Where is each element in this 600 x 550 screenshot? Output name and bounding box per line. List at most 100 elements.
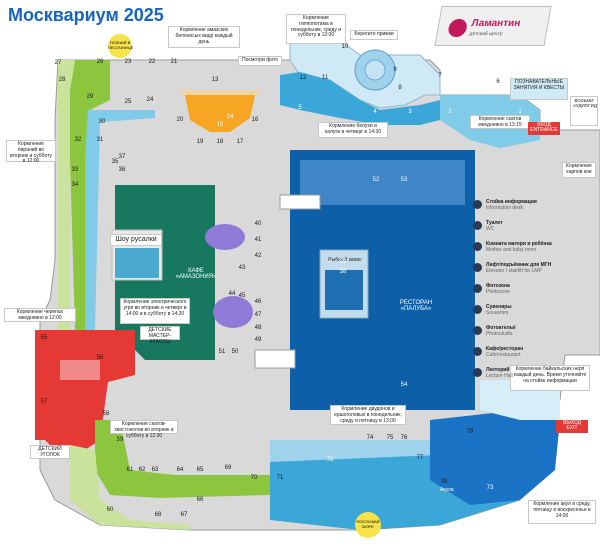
exhibit-number: 43 [238, 265, 246, 271]
legend-label-ru: Стойка информации [486, 199, 537, 205]
exhibit-number: 47 [254, 312, 262, 318]
exhibit-number: 21 [170, 59, 178, 65]
restaurant-label: РЕСТОРАН «ПАЛУБА» [399, 300, 433, 313]
exhibit-number: 14 [226, 114, 234, 120]
cafe-amazon-label: КАФЕ «АМАЗОНИЯ» [175, 268, 217, 281]
exhibit-number: 69 [224, 465, 232, 471]
bottom-blue-light [270, 440, 440, 462]
exhibit-number: 19 [196, 139, 204, 145]
shark-tank-label: Акула [440, 487, 454, 493]
exhibit-number: 52 [372, 177, 380, 183]
note-shark-feed: Кормление двудонов и ершоголовых в понед… [330, 405, 406, 425]
note-turtle-feed: Кормление черепах ежедневно в 12:00 [4, 308, 76, 322]
exhibit-number: 15 [216, 122, 224, 128]
legend-label-en: Lecture Hall [486, 372, 513, 379]
legend-label-ru: Сувениры [486, 304, 512, 310]
exhibit-number: 46 [254, 299, 262, 305]
mermaid-show-label: Шоу русалки [110, 234, 162, 246]
exhibit-number: 40 [254, 221, 262, 227]
note-careful-steps: Берегите прижки [350, 30, 398, 40]
photozone-icon [473, 284, 482, 293]
exhibit-number: 22 [148, 59, 156, 65]
exhibit-number: 9 [393, 67, 397, 73]
exhibit-number: 73 [486, 485, 494, 491]
exhibit-number: 64 [176, 467, 184, 473]
orange-zone [185, 95, 255, 132]
exhibit-number: 78 [440, 479, 448, 485]
note-interactive: ПОЗНАВАТЕЛЬНЫЕ ЗАНЯТИЯ И КВЕСТЫ [510, 78, 568, 100]
cafe-icon [473, 347, 482, 356]
mermaid-tank-water [115, 248, 159, 278]
exhibit-number: 18 [216, 139, 224, 145]
logo-box: Ламантин детский центр [434, 6, 552, 46]
exhibit-number: 79 [466, 429, 474, 435]
exhibit-number: 35 [111, 159, 119, 165]
legend-label-en: Photozone [486, 288, 510, 295]
note-beluga-feed: Кормление белухи и калуги в четверг в 14… [318, 122, 388, 138]
legend-label-en: Souvenirs [486, 309, 509, 316]
exhibit-number: 42 [254, 253, 262, 259]
exhibit-number: 30 [98, 119, 106, 125]
exhibit-number: 72 [326, 457, 334, 463]
legend-label-ru: Фотоательё [486, 325, 516, 331]
exhibit-number: 20 [176, 117, 184, 123]
exhibit-number: 8 [398, 85, 402, 91]
photostudio-icon [473, 326, 482, 335]
elevator-icon [473, 263, 482, 272]
left-blue-corridor [85, 110, 155, 330]
note-look-photo: Посмотри фото [238, 56, 282, 66]
souvenir-icon [473, 305, 482, 314]
exhibit-number: 51 [218, 349, 226, 355]
exhibit-number: 41 [254, 237, 262, 243]
exhibit-number: 77 [416, 455, 424, 461]
legend-label-ru: Комната матери и ребёнка [486, 241, 552, 247]
ocean-upper [300, 160, 465, 205]
exhibit-number: 70 [250, 475, 258, 481]
exhibit-number: 66 [196, 497, 204, 503]
exhibit-number: 62 [138, 467, 146, 473]
note-hippo-feed: Кормление гиппопотама в понедельник, сре… [286, 14, 346, 44]
note-audioguide: ВОЗЬМИ АУДИОГИД [570, 96, 598, 126]
exhibit-number: 38 [339, 269, 347, 275]
exhibit-number: 44 [228, 291, 236, 297]
exhibit-number: 5 [298, 105, 302, 111]
exhibit-number: 45 [238, 293, 246, 299]
exhibit-number: 31 [96, 137, 104, 143]
exhibit-number: 48 [254, 325, 262, 331]
shark-tank [430, 410, 560, 505]
exhibit-number: 67 [180, 512, 188, 518]
exhibit-number: 60 [106, 507, 114, 513]
inner-tank-water [325, 270, 363, 310]
entrance-label: ВХОД ENTRANCE [528, 122, 560, 135]
legend-label-en: Information desk [486, 204, 523, 211]
bottom-green [95, 420, 270, 498]
exhibit-number: 12 [299, 75, 307, 81]
note-piranha-feed: Кормление пираний во вторник и субботу в… [6, 140, 56, 164]
exhibit-number: 71 [276, 475, 284, 481]
exhibit-number: 11 [321, 75, 329, 81]
legend-label-en: Cafe/restaurant [486, 351, 521, 358]
exhibit-number: 36 [118, 167, 126, 173]
exhibit-number: 49 [254, 337, 262, 343]
exhibit-number: 4 [373, 109, 377, 115]
legend-label-ru: Лекторий [486, 367, 510, 373]
green-corridor-light [58, 60, 75, 330]
exhibit-number: 63 [151, 467, 159, 473]
note-baikal-feed: Кормление байкальских нерп каждый день. … [510, 365, 590, 391]
green-corridor [70, 60, 110, 330]
exhibit-number: 34 [71, 182, 79, 188]
exhibit-number: 25 [124, 99, 132, 105]
sticker-photo: ПОЗНАЙ В ПЕСОЧНИЦЕ [108, 34, 133, 58]
exhibit-number: 24 [146, 97, 154, 103]
exhibit-number: 65 [196, 467, 204, 473]
exhibit-number: 50 [231, 349, 239, 355]
logo-mark-icon [447, 19, 469, 37]
exhibit-number: 16 [251, 117, 259, 123]
